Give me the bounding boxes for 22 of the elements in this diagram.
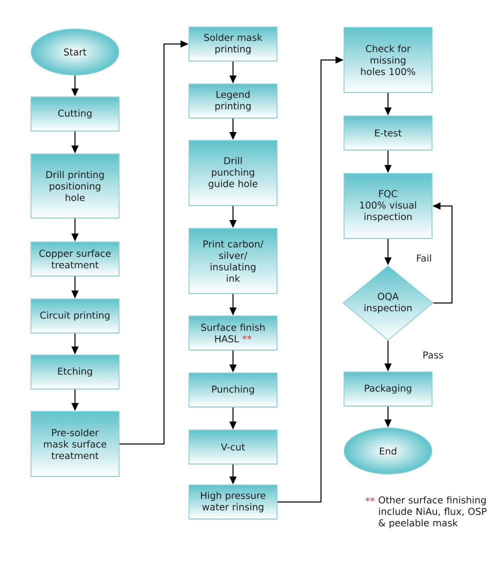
- process-box: Packaging: [344, 372, 432, 406]
- process-box: Circuit printing: [30, 298, 120, 334]
- process-box: Legend printing: [188, 84, 278, 118]
- process-box: Check for missing holes 100%: [344, 27, 432, 93]
- process-box: Pre-solder mask surface treatment: [30, 411, 120, 477]
- edge-label: Pass: [422, 350, 444, 360]
- process-box: Surface finish HASL **: [188, 316, 278, 350]
- process-box: E-test: [344, 116, 432, 150]
- process-box: Print carbon/ silver/ insulating ink: [188, 228, 278, 294]
- process-box: Drill punching guide hole: [188, 140, 278, 206]
- process-box: Solder mask printing: [188, 26, 278, 62]
- footnote: Other surface finishing include NiAu, flux, OSP & peelable mask: [378, 496, 487, 528]
- process-box: Copper surface treatment: [30, 242, 120, 276]
- footnote-mark: **: [366, 497, 375, 502]
- process-box: Drill printing positioning hole: [30, 154, 120, 218]
- process-box: High pressure water rinsing: [188, 484, 278, 520]
- process-box: FQC 100% visual inspection: [344, 173, 432, 239]
- process-box: V-cut: [188, 430, 278, 464]
- process-box: Cutting: [30, 96, 120, 132]
- process-box: Etching: [30, 354, 120, 390]
- process-box: Punching: [188, 372, 278, 408]
- edge-label: Fail: [415, 253, 433, 263]
